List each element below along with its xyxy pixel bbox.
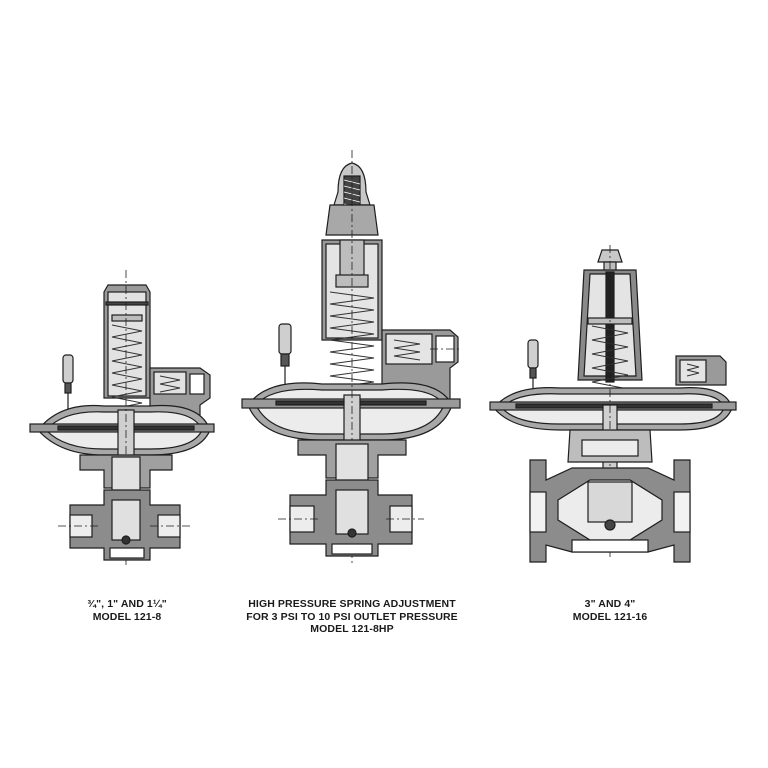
caption-line: MODEL 121-8 [92,610,162,623]
regulator-121-8hp-drawing [241,150,462,565]
caption-line: FOR 3 PSI TO 10 PSI OUTLET PRESSURE [246,610,458,623]
caption-model-121-8hp: HIGH PRESSURE SPRING ADJUSTMENT FOR 3 PS… [224,598,480,636]
regulator-121-16-drawing [489,245,737,563]
caption-line: MODEL 121-16 [572,610,648,623]
caption-line: ¾", 1" AND 1¼" [87,598,167,610]
caption-model-121-16: 3" AND 4" MODEL 121-16 [540,598,680,623]
spring-icon [329,291,375,401]
caption-line: MODEL 121-8HP [310,623,394,635]
caption-model-121-8: ¾", 1" AND 1¼" MODEL 121-8 [40,598,214,623]
regulator-121-8-drawing [29,270,215,565]
caption-line: HIGH PRESSURE SPRING ADJUSTMENT [248,598,456,610]
caption-line: 3" AND 4" [584,598,636,610]
spring-icon [111,324,143,410]
